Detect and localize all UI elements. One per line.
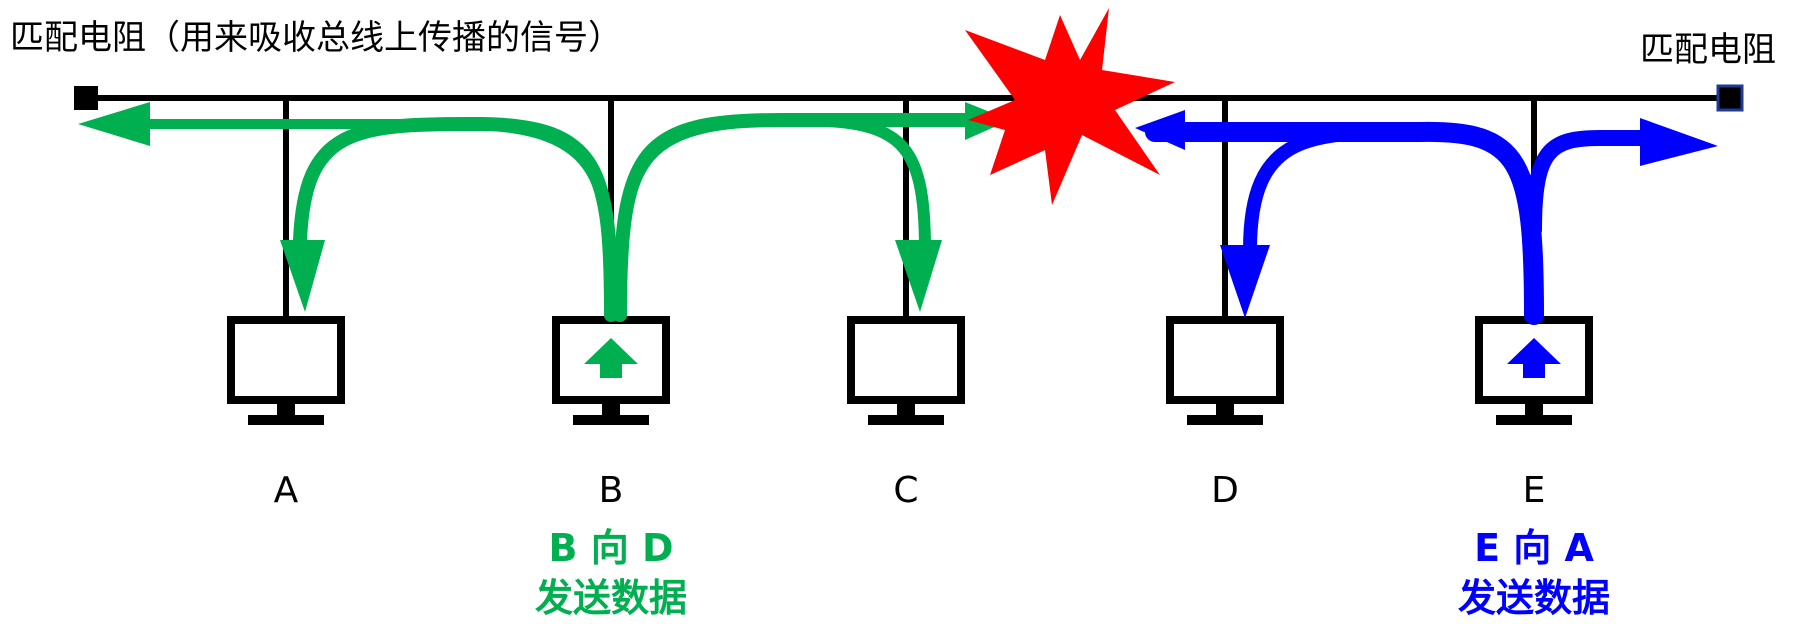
right-terminator	[1716, 84, 1744, 112]
e-to-a-label-line1: E 向 A	[1474, 526, 1594, 570]
left-terminator-label: 匹配电阻（用来吸收总线上传播的信号）	[10, 18, 622, 58]
green-signal-paths	[145, 113, 977, 322]
node-label-a: A	[273, 470, 299, 511]
left-terminator	[74, 86, 98, 110]
e-send-up-arrow-icon	[1507, 338, 1561, 378]
right-terminator-label: 匹配电阻	[1640, 30, 1776, 70]
node-label-b: B	[598, 470, 624, 511]
node-label-d: D	[1211, 470, 1239, 511]
e-to-a-label-line2: 发送数据	[1457, 576, 1610, 620]
computer-c-monitor-icon	[851, 320, 961, 425]
b-to-d-label-line2: 发送数据	[534, 576, 687, 620]
collision-burst-icon	[965, 8, 1175, 205]
blue-arrowhead-right	[1640, 118, 1718, 166]
green-arrowhead-left	[78, 102, 150, 146]
computer-d-monitor-icon	[1170, 320, 1280, 425]
blue-arrowhead-left	[1135, 110, 1185, 150]
node-label-c: C	[893, 470, 919, 511]
b-to-d-label-line1: B 向 D	[548, 526, 674, 570]
green-arrowhead-down-c	[895, 240, 942, 312]
node-label-e: E	[1522, 470, 1546, 511]
computer-a-monitor-icon	[231, 320, 341, 425]
blue-signal-paths	[1145, 121, 1658, 325]
blue-arrowhead-down-d	[1220, 245, 1270, 318]
b-send-up-arrow-icon	[584, 338, 638, 378]
green-arrowhead-down-a	[280, 240, 325, 312]
